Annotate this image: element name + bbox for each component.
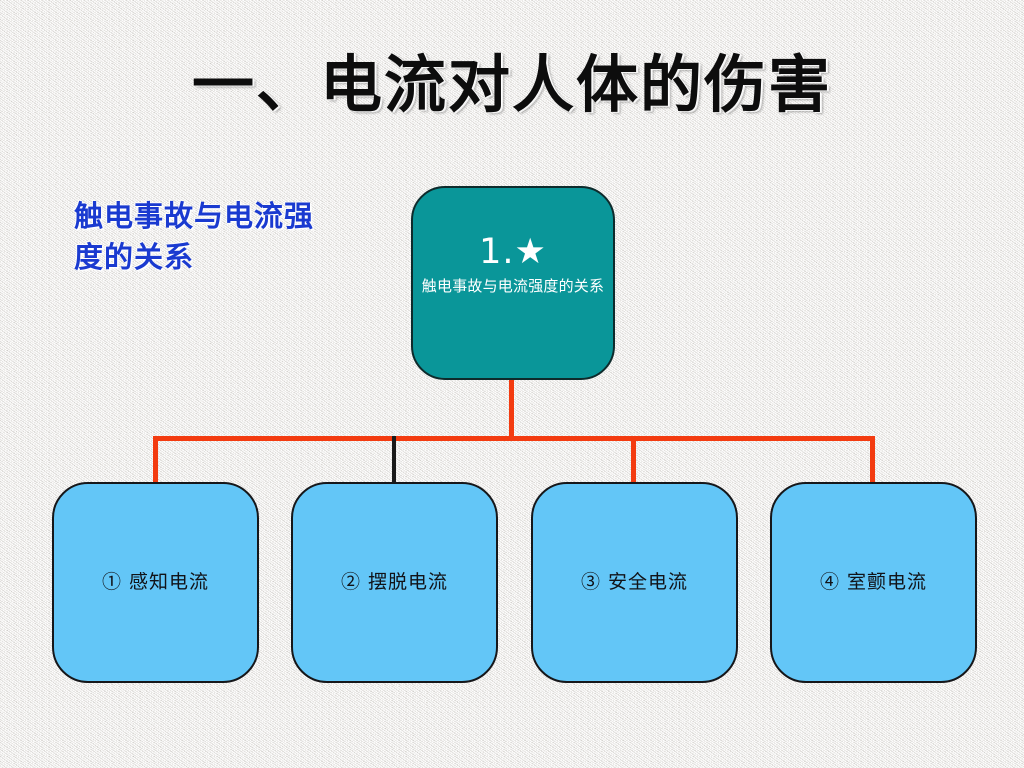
connector-drop-leaf-1 bbox=[153, 436, 158, 483]
connector-drop-leaf-4 bbox=[870, 436, 875, 483]
connector-trunk-vertical bbox=[509, 378, 514, 440]
diagram-leaf-node-4[interactable]: ④ 室颤电流 bbox=[770, 482, 977, 683]
connector-drop-leaf-3 bbox=[631, 436, 636, 483]
diagram-root-node[interactable]: 1.★ 触电事故与电流强度的关系 bbox=[411, 186, 615, 380]
diagram-leaf-node-3[interactable]: ③ 安全电流 bbox=[531, 482, 738, 683]
root-node-number: 1.★ bbox=[479, 232, 547, 273]
leaf-node-2-label: ② 摆脱电流 bbox=[340, 571, 449, 594]
leaf-node-1-label: ① 感知电流 bbox=[101, 571, 210, 594]
connector-horizontal-bus bbox=[153, 436, 874, 441]
leaf-node-3-label: ③ 安全电流 bbox=[580, 571, 689, 594]
page-title: 一、电流对人体的伤害 bbox=[191, 48, 832, 121]
root-node-subtitle: 触电事故与电流强度的关系 bbox=[421, 277, 605, 296]
diagram-leaf-node-1[interactable]: ① 感知电流 bbox=[52, 482, 259, 683]
side-caption: 触电事故与电流强度的关系 bbox=[74, 199, 315, 275]
diagram-leaf-node-2[interactable]: ② 摆脱电流 bbox=[291, 482, 498, 683]
connector-drop-leaf-2 bbox=[392, 436, 396, 483]
leaf-node-4-label: ④ 室颤电流 bbox=[819, 571, 928, 594]
